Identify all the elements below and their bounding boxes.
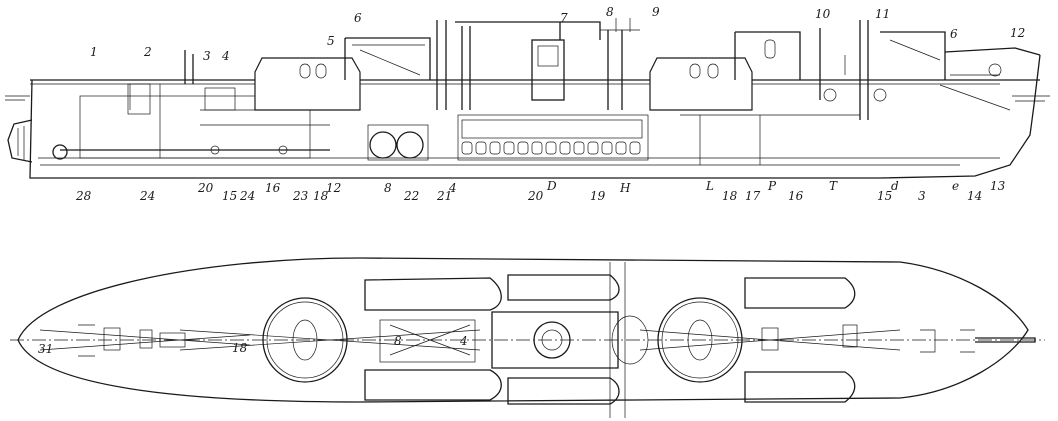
callout: 31: [38, 342, 53, 356]
furnace-row: [461, 141, 641, 155]
callout: 8: [384, 181, 392, 195]
callout: 11: [875, 7, 890, 21]
callout: P: [767, 179, 777, 193]
callout: 1: [90, 45, 98, 59]
callout: 21: [436, 189, 452, 203]
hull-outline: [29, 54, 1041, 179]
callout: 9: [652, 5, 660, 19]
callout: 24: [239, 189, 255, 203]
boiler-2: [396, 131, 424, 159]
callout: 20: [197, 181, 214, 195]
callout: 18: [313, 189, 329, 203]
callout: L: [705, 179, 714, 193]
callout: 16: [788, 189, 804, 203]
callout: 3: [918, 189, 926, 203]
callout: 6: [950, 27, 958, 41]
callout: 12: [326, 181, 341, 195]
callout: 14: [967, 189, 982, 203]
rudder: [7, 119, 33, 163]
deck-plan: [10, 257, 1045, 418]
callout: H: [619, 181, 631, 195]
boat-aft-port: [364, 277, 502, 311]
side-elevation: [5, 18, 1050, 179]
boat-fore-port: [744, 277, 856, 309]
callout: T: [829, 179, 838, 193]
side-callouts-bottom: 28 24 20 15 24 16 23 18 12 8 22 21 4 20 …: [75, 179, 1006, 203]
deck-callouts: 31 18 8 4: [38, 334, 468, 356]
turret-fore: [649, 57, 753, 111]
turret-aft-plan: [262, 297, 348, 383]
engine-room: [457, 114, 649, 161]
callout: 5: [327, 34, 335, 48]
callout: 13: [990, 179, 1006, 193]
callout: 8: [606, 5, 614, 19]
boiler-1: [369, 131, 397, 159]
callout: 6: [354, 11, 362, 25]
callout: D: [546, 179, 557, 193]
callout: 12: [1010, 26, 1025, 40]
turret-fore-plan: [657, 297, 743, 383]
callout: 19: [590, 189, 606, 203]
boat-fore-stbd: [744, 371, 856, 403]
callout: 15: [222, 189, 237, 203]
callout: 17: [745, 189, 761, 203]
bow-gun: [975, 337, 1036, 343]
callout: 7: [560, 11, 568, 25]
callout: 16: [265, 181, 281, 195]
side-callouts-top: 1 2 3 4 5 6 7 8 9 10 11 6 12: [90, 5, 1025, 63]
boat-aft-stbd: [364, 369, 502, 401]
callout: 23: [292, 189, 309, 203]
boat-mid-port: [507, 274, 620, 301]
callout: d: [891, 179, 899, 193]
callout: 8: [394, 334, 402, 348]
callout: 24: [139, 189, 155, 203]
callout: 10: [815, 7, 831, 21]
callout: 22: [403, 189, 419, 203]
callout: 20: [527, 189, 544, 203]
callout: e: [952, 179, 959, 193]
callout: 18: [232, 341, 248, 355]
callout: 28: [75, 189, 92, 203]
callout: 2: [143, 45, 152, 59]
callout: 4: [221, 49, 230, 63]
deck-outline: [17, 257, 1029, 403]
callout: 3: [203, 49, 211, 63]
propeller: [52, 144, 68, 160]
turret-aft: [254, 57, 361, 111]
callout: 18: [722, 189, 738, 203]
callout: 4: [459, 334, 468, 348]
callout: 4: [448, 181, 457, 195]
callout: 15: [877, 189, 892, 203]
